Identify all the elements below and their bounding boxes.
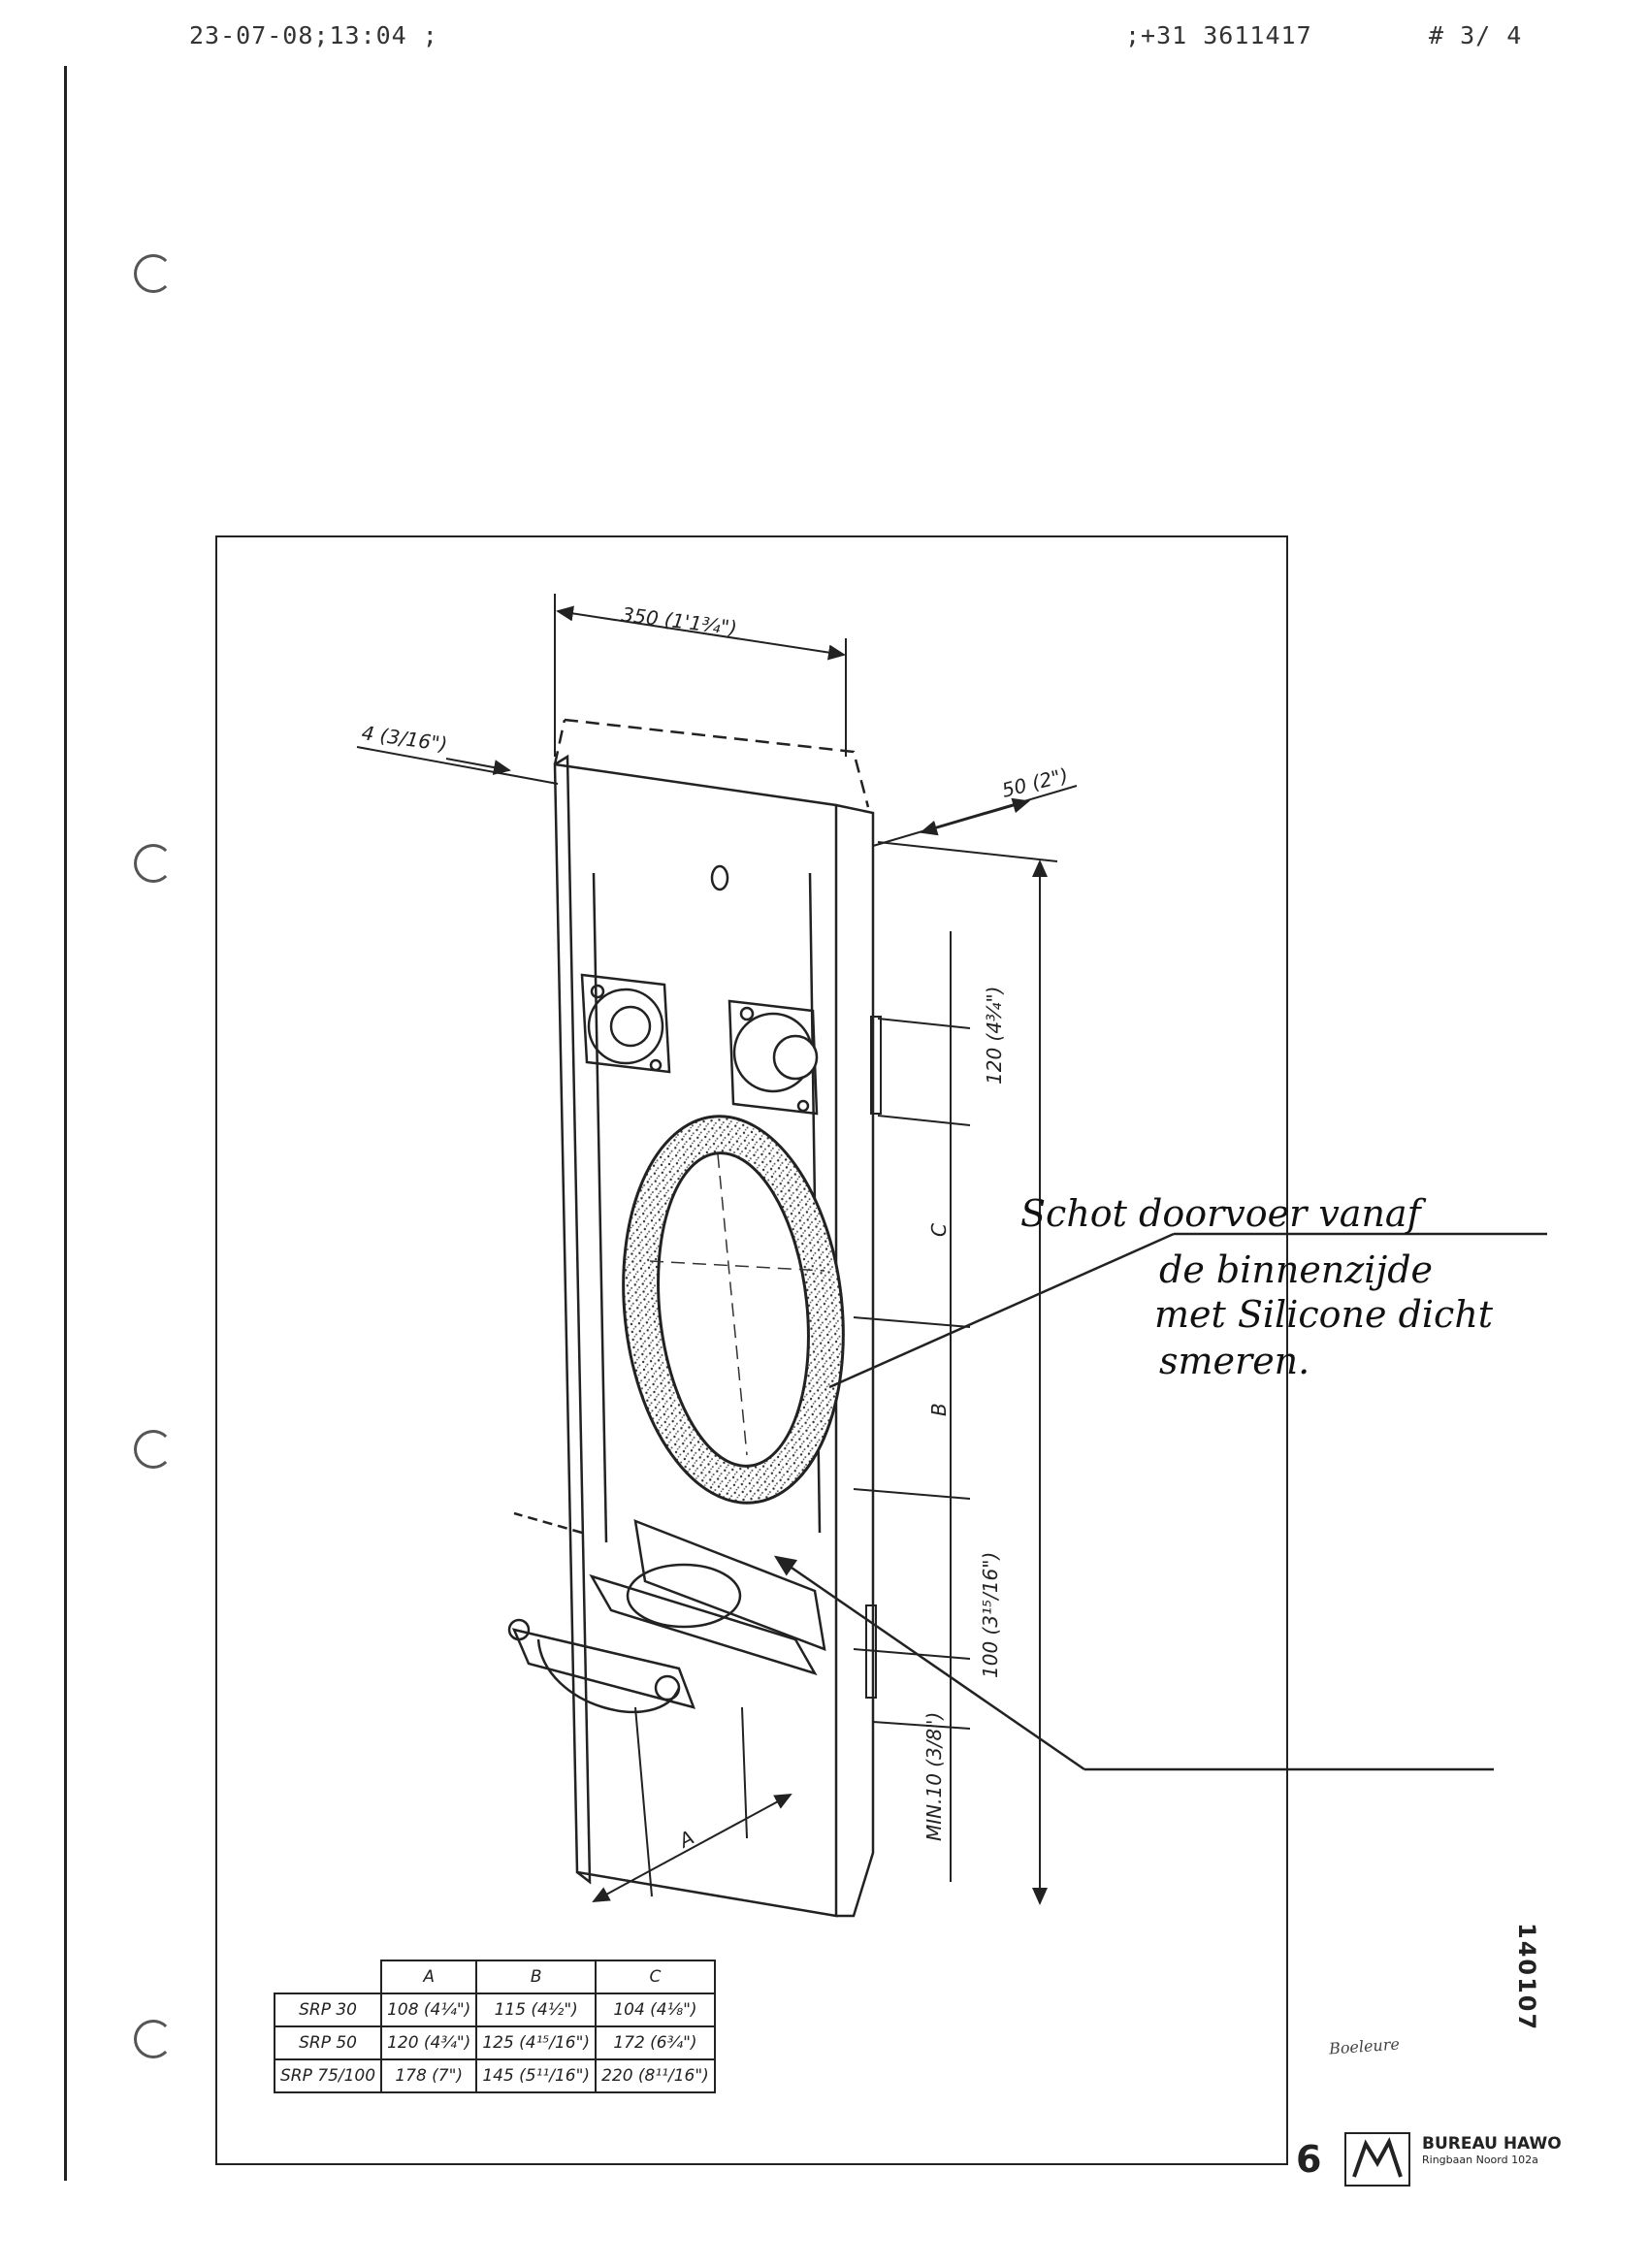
fax-page-indicator: # 3/ 4: [1429, 21, 1523, 49]
annotation-leaders: [773, 1232, 1547, 1771]
dim-a: [592, 1706, 792, 1902]
table-row: SRP 50 120 (4¾") 125 (4¹⁵/16") 172 (6¾"): [273, 2025, 716, 2060]
spec-cell: 178 (7"): [380, 2058, 478, 2093]
punch-hole-icon: [134, 1430, 173, 1469]
dim-c-label: C: [927, 1223, 951, 1237]
oval-seal-ring: [622, 1115, 845, 1505]
company-address: Ringbaan Noord 102a: [1422, 2154, 1538, 2167]
company-logo-icon: [1344, 2132, 1410, 2187]
dim-a-label: A: [673, 1826, 697, 1854]
spec-table-header-row: A B C: [275, 1960, 716, 1994]
annotation-line-1: Schot doorvoer vanaf: [1020, 1192, 1421, 1235]
spec-header-blank: [275, 1960, 383, 1994]
cable-gland-right: [728, 999, 819, 1116]
spec-table: A B C SRP 30 108 (4¼") 115 (4½") 104 (4⅛…: [273, 1960, 716, 2093]
spec-cell: 145 (5¹¹/16"): [475, 2058, 598, 2093]
annotation-line-4: smeren.: [1159, 1340, 1310, 1382]
page-number: 6: [1296, 2138, 1322, 2181]
pipe-clamp-bracket: [507, 1511, 826, 1713]
binder-margin-line: [64, 66, 67, 2181]
spec-model: SRP 50: [273, 2025, 383, 2060]
dim-width-top-label: 350 (1'1¾"): [620, 602, 738, 639]
spec-cell: 172 (6¾"): [595, 2025, 716, 2060]
spec-cell: 125 (4¹⁵/16"): [475, 2025, 598, 2060]
punch-hole-icon: [134, 2020, 173, 2058]
spec-cell: 220 (8¹¹/16"): [595, 2058, 716, 2093]
company-name: BUREAU HAWO: [1422, 2134, 1562, 2154]
flange-slot-upper: [870, 1016, 882, 1115]
drawing-frame: [215, 535, 1288, 2165]
dim-height-upper-label: 120 (4¾"): [983, 987, 1006, 1085]
spec-cell: 108 (4¼"): [380, 1993, 478, 2027]
dim-height-lower-label: 100 (3¹⁵/16"): [979, 1552, 1002, 1678]
cable-gland-left: [580, 973, 671, 1074]
table-row: SRP 30 108 (4¼") 115 (4½") 104 (4⅛"): [273, 1993, 716, 2027]
side-date-stamp: 140107: [1513, 1923, 1540, 2032]
flange-slot-lower: [865, 1604, 877, 1699]
company-block: BUREAU HAWO Ringbaan Noord 102a: [1422, 2134, 1562, 2167]
dim-depth: [872, 785, 1078, 847]
dim-min-gap-label: MIN.10 (3/8"): [922, 1712, 946, 1841]
dim-b-label: B: [927, 1403, 951, 1416]
punch-hole-icon: [134, 844, 173, 883]
spec-header-b: B: [475, 1960, 598, 1994]
spec-model: SRP 75/100: [273, 2058, 383, 2093]
spec-header-c: C: [595, 1960, 716, 1994]
spec-model: SRP 30: [273, 1993, 383, 2027]
annotation-line-2: de binnenzijde: [1159, 1248, 1434, 1291]
spec-cell: 115 (4½"): [475, 1993, 598, 2027]
fax-phone: ;+31 3611417: [1125, 21, 1312, 49]
spec-cell: 104 (4⅛"): [595, 1993, 716, 2027]
spec-header-a: A: [380, 1960, 478, 1994]
annotation-line-3: met Silicone dicht: [1154, 1293, 1494, 1336]
punch-hole-icon: [134, 254, 173, 293]
dim-thickness: [356, 746, 559, 785]
mounting-hole: [710, 864, 729, 891]
dim-depth-label: 50 (2"): [999, 763, 1070, 802]
dim-width-top: [554, 594, 847, 757]
fax-datetime: 23-07-08;13:04 ;: [189, 21, 438, 49]
spec-cell: 120 (4¾"): [380, 2025, 478, 2060]
table-row: SRP 75/100 178 (7") 145 (5¹¹/16") 220 (8…: [273, 2058, 716, 2093]
dim-vertical-chain: [853, 931, 971, 1882]
